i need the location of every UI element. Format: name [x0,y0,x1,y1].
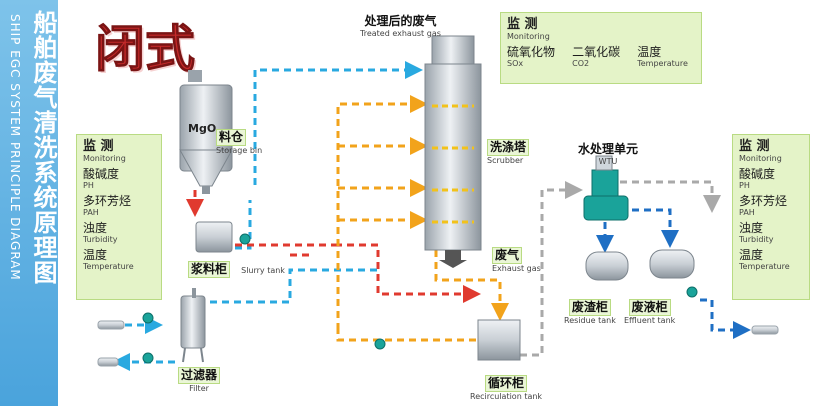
blue-line-slurry [235,200,252,250]
pump-recirc [374,338,386,350]
side-title-en: SHIP EGC SYSTEM PRINCIPLE DIAGRAM [8,14,22,281]
blue-line-filter [210,268,378,304]
side-title-bar: SHIP EGC SYSTEM PRINCIPLE DIAGRAM 船舶废气清洗… [0,0,58,406]
effluent-tank-label: 废液柜 Effluent tank [624,299,676,325]
monitor-left-item: 多环芳烃 [83,194,132,208]
exhaust-gas-label: 废气 Exhaust gas [492,247,541,273]
pump-filter-in [142,312,154,324]
orange-line-drain [434,250,509,321]
monitor-left-item: 浊度 [83,221,108,235]
pipe-stubs [97,320,779,367]
pipe-discharge [751,325,779,335]
monitor-top-title: 监 测 [507,17,538,32]
side-title-cn: 船舶废气清洗系统原理图 [29,10,57,285]
monitor-left-panel: 监 测 Monitoring 酸碱度 PH 多环芳烃 PAH 浊度 Turbid… [76,134,162,300]
pump-slurry [239,233,251,245]
monitor-top-item: 二氧化碳 CO2 [572,45,621,69]
monitor-right-item: 温度 [739,248,764,262]
scrubber-label: 洗涤塔 Scrubber [487,136,530,166]
grey-lines [520,180,721,357]
monitor-right-item: 酸碱度 [739,167,776,181]
monitor-right-title: 监 测 [739,139,770,154]
residue-tank [585,251,629,281]
filter-label: 过滤器 Filter [178,364,221,394]
orange-line-1 [336,95,428,330]
residue-tank-label: 废渣柜 Residue tank [564,299,616,325]
slurry-tank [195,221,233,253]
slurry-tank-label: 浆料柜 Slurry tank [188,258,285,278]
orange-line-return [336,330,500,342]
pump-filter-out [142,352,154,364]
wtu-label: 水处理单元 WTU [578,142,639,166]
navy-line-effluent [632,208,679,248]
blue-line-top [253,61,423,185]
monitor-right-subtitle: Monitoring [739,154,782,163]
grey-line-wtu-in [520,181,583,357]
monitor-left-item: 酸碱度 [83,167,120,181]
wtu-centrifuge [583,155,629,221]
storage-bin [179,70,233,194]
pump-effluent [686,286,698,298]
monitor-left-title: 监 测 [83,139,114,154]
recirculation-tank [477,319,521,361]
monitor-right-item: 多环芳烃 [739,194,788,208]
monitor-left-item: 温度 [83,248,108,262]
effluent-tank [649,249,695,279]
navy-lines [596,208,751,339]
navy-line-out [700,298,751,339]
storage-bin-label: 料仓 Storage bin [216,129,263,155]
pipe-inlet [97,320,125,330]
grey-line-wtu-right [620,180,721,213]
filter-vessel [180,288,206,363]
monitor-top-subtitle: Monitoring [507,32,550,41]
monitor-right-item: 浊度 [739,221,764,235]
monitor-top-panel: 监 测 Monitoring 硫氧化物 SOx 二氧化碳 CO2 温度 Temp… [500,12,702,84]
monitor-right-panel: 监 测 Monitoring 酸碱度 PH 多环芳烃 PAH 浊度 Turbid… [732,134,810,300]
monitor-left-subtitle: Monitoring [83,154,126,163]
closed-loop-stamp: 闭式 [70,14,220,84]
treated-gas-label: 处理后的废气 Treated exhaust gas [360,14,441,38]
monitor-top-item: 温度 Temperature [637,45,688,69]
monitor-top-item: 硫氧化物 SOx [507,45,556,69]
mgo-label: MgO [188,122,217,135]
red-lines [186,190,481,303]
scrubber-tower [424,35,482,268]
pumps [142,233,698,364]
pipe-outlet [97,357,119,367]
orange-lines [336,95,509,342]
recirculation-tank-label: 循环柜 Recirculation tank [470,375,543,401]
